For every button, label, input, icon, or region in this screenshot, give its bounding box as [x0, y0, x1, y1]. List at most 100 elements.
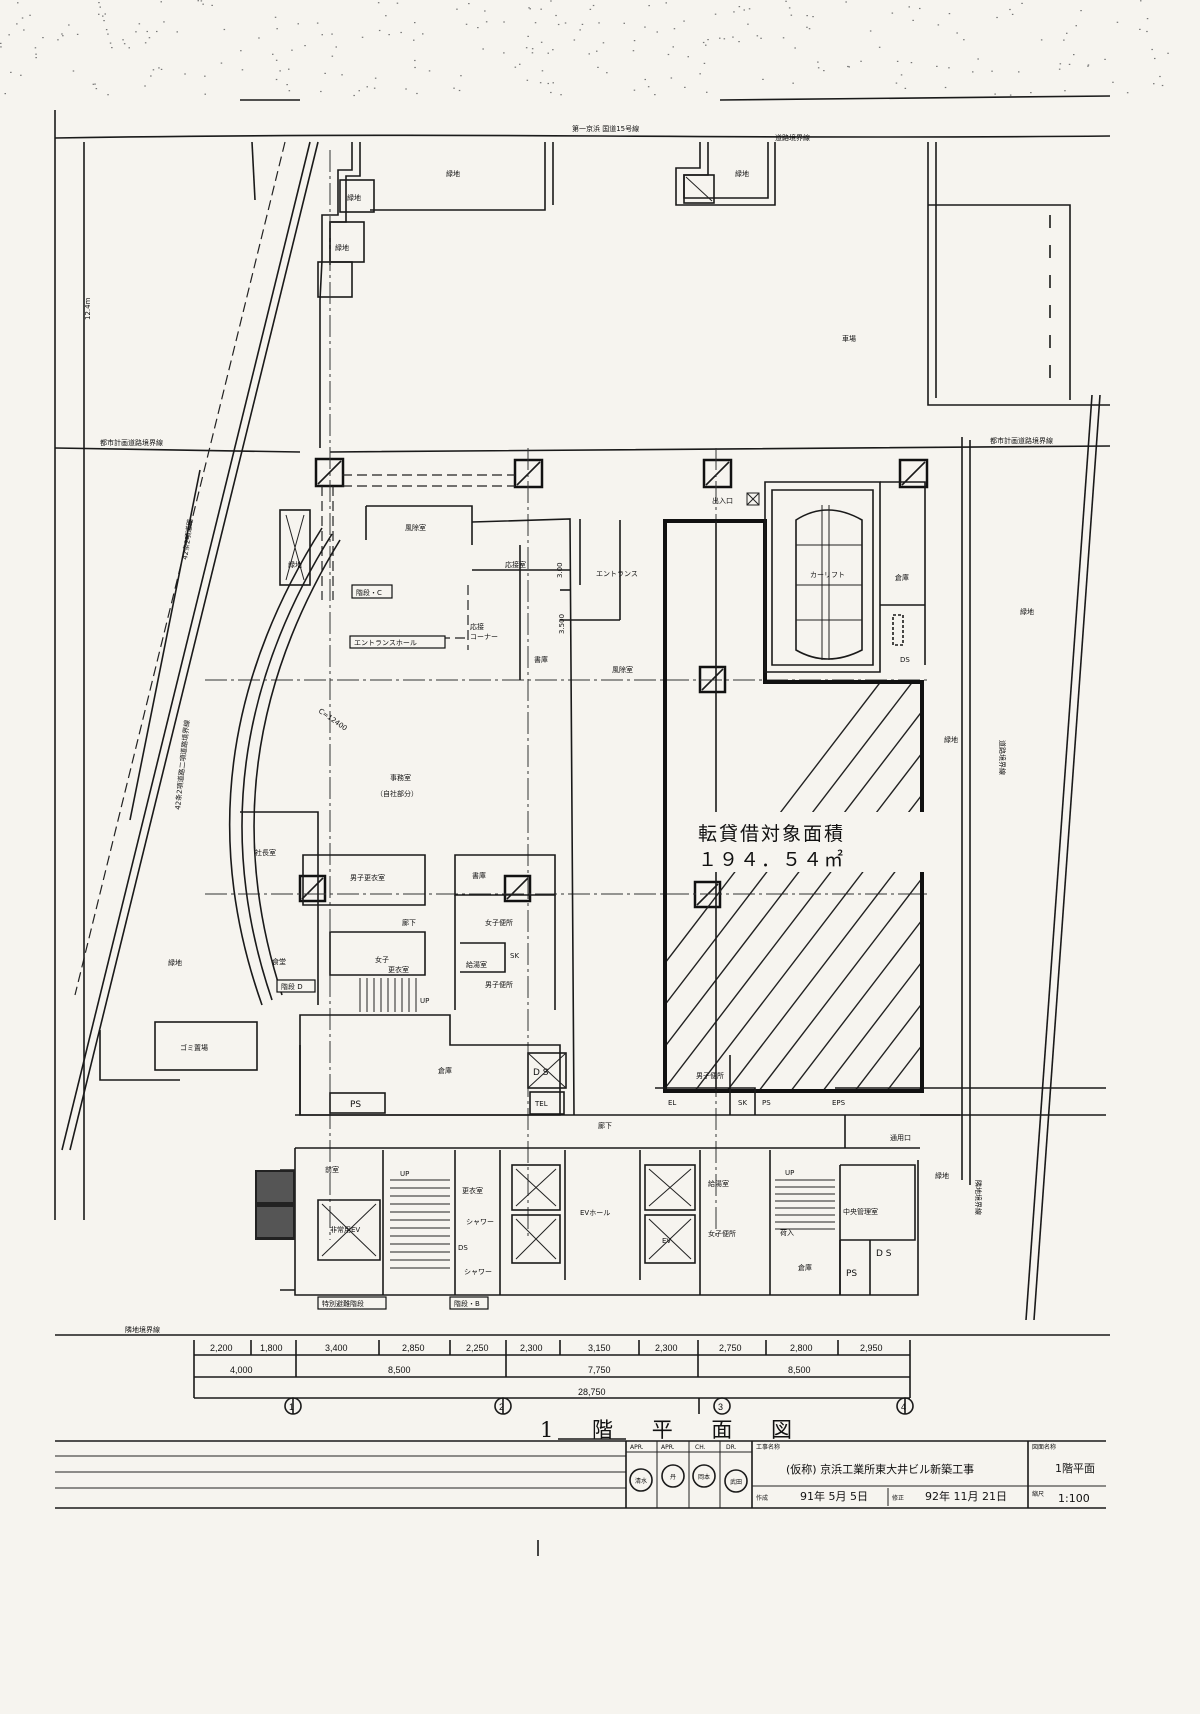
scan-speck: [672, 46, 674, 48]
scan-speck: [891, 12, 894, 14]
hatch-line: [847, 521, 922, 1091]
scan-speck: [477, 27, 479, 29]
scan-speck: [788, 7, 791, 9]
scan-speck: [109, 42, 112, 44]
scan-speck: [104, 13, 106, 15]
scan-speck: [156, 30, 158, 33]
scan-speck: [606, 72, 608, 74]
scan-speck: [20, 74, 22, 76]
scan-speck: [405, 88, 407, 90]
scan-speck: [1087, 65, 1089, 67]
scan-speck: [1116, 21, 1119, 23]
scan-speck: [1009, 94, 1012, 96]
scan-speck: [485, 21, 488, 23]
scan-speck: [4, 93, 6, 95]
rental-area: [663, 500, 1200, 1100]
scan-speck: [291, 49, 293, 51]
scan-speck: [23, 29, 25, 31]
dimension-value: 2,750: [719, 1343, 742, 1353]
scan-speck: [316, 22, 319, 24]
drawn-stamp: 武田: [730, 1478, 742, 1486]
room-label: DS: [458, 1244, 468, 1252]
scan-speck: [540, 8, 542, 10]
scan-speck: [541, 70, 544, 72]
scan-speck: [103, 20, 105, 22]
scan-speck: [358, 90, 360, 92]
scan-speck: [860, 60, 862, 62]
room-label: 風除室: [405, 523, 426, 532]
dimension-value: 2,250: [466, 1343, 489, 1353]
hatch-line: [1104, 500, 1200, 1100]
green-label: 緑地: [288, 560, 302, 569]
hatch-line: [1008, 500, 1200, 1100]
room-label: 書庫: [534, 655, 548, 664]
scan-speck: [598, 22, 600, 24]
scan-speck: [202, 3, 204, 5]
scan-speck: [1154, 57, 1156, 60]
green-label: 緑地: [735, 169, 749, 178]
scan-speck: [275, 78, 278, 81]
room-label: EPS: [832, 1099, 846, 1107]
grid-axis-label: 1: [289, 1402, 294, 1412]
hatch-line: [976, 500, 1200, 1100]
scan-speck: [703, 62, 706, 64]
scan-speck: [529, 8, 531, 10]
scan-speck: [204, 75, 206, 77]
scan-speck: [288, 68, 290, 70]
scan-speck: [977, 58, 979, 60]
parking-label: 車場: [842, 334, 856, 343]
scan-speck: [1151, 48, 1153, 51]
scan-speck: [756, 35, 759, 37]
scan-speck: [1021, 2, 1023, 4]
scan-speck: [896, 60, 899, 62]
scan-speck: [956, 32, 958, 34]
hatch-line: [879, 521, 922, 1091]
art42-road-label: 42条2項道路: [180, 518, 195, 560]
scan-speck: [654, 94, 656, 96]
scan-speck: [1073, 54, 1075, 56]
scan-speck: [150, 75, 152, 77]
scan-speck: [1075, 25, 1077, 27]
room-label: 応接室: [505, 560, 526, 569]
scan-speck: [579, 29, 581, 31]
room-label: 倉庫: [438, 1066, 452, 1075]
room-label: 更衣室: [388, 965, 409, 974]
scan-speck: [910, 62, 913, 64]
scan-speck: [597, 66, 599, 68]
approval-column-label: APR.: [661, 1444, 675, 1451]
scan-speck: [34, 47, 37, 49]
room-label: 女子便所: [708, 1229, 736, 1238]
scan-speck: [35, 53, 37, 55]
scan-speck: [211, 4, 213, 6]
revised-date: 92年 11月 21日: [925, 1489, 1007, 1503]
stair-label: 階段・B: [454, 1299, 480, 1308]
scan-speck: [1153, 83, 1155, 85]
scan-speck: [61, 33, 63, 35]
scan-speck: [534, 22, 537, 24]
scan-speck: [107, 94, 109, 96]
room-label: SK: [510, 952, 519, 960]
scan-speck: [514, 66, 517, 68]
scan-speck: [105, 29, 108, 31]
scan-speck: [320, 90, 322, 93]
scan-speck: [414, 22, 416, 24]
scan-speck: [220, 62, 223, 64]
scan-speck: [904, 87, 907, 89]
scan-speck: [760, 37, 762, 39]
scan-speck: [321, 34, 323, 36]
scan-speck: [1040, 39, 1043, 41]
scan-speck: [68, 24, 70, 26]
scan-speck: [687, 56, 689, 58]
city-road-boundary-label: 都市計画道路境界線: [990, 436, 1053, 445]
room-label: 通用口: [890, 1133, 911, 1142]
scan-speck: [241, 69, 244, 71]
scan-speck: [1146, 18, 1149, 20]
scan-speck: [1059, 63, 1062, 65]
approval-column-label: APR.: [630, 1444, 644, 1451]
scan-speck: [1068, 63, 1071, 65]
room-label: 前室: [325, 1165, 339, 1174]
project-name: (仮称) 京浜工業所東大井ビル新築工事: [786, 1462, 974, 1476]
scan-speck: [1063, 39, 1065, 41]
scan-speck: [378, 29, 381, 32]
scan-speck: [564, 22, 567, 24]
